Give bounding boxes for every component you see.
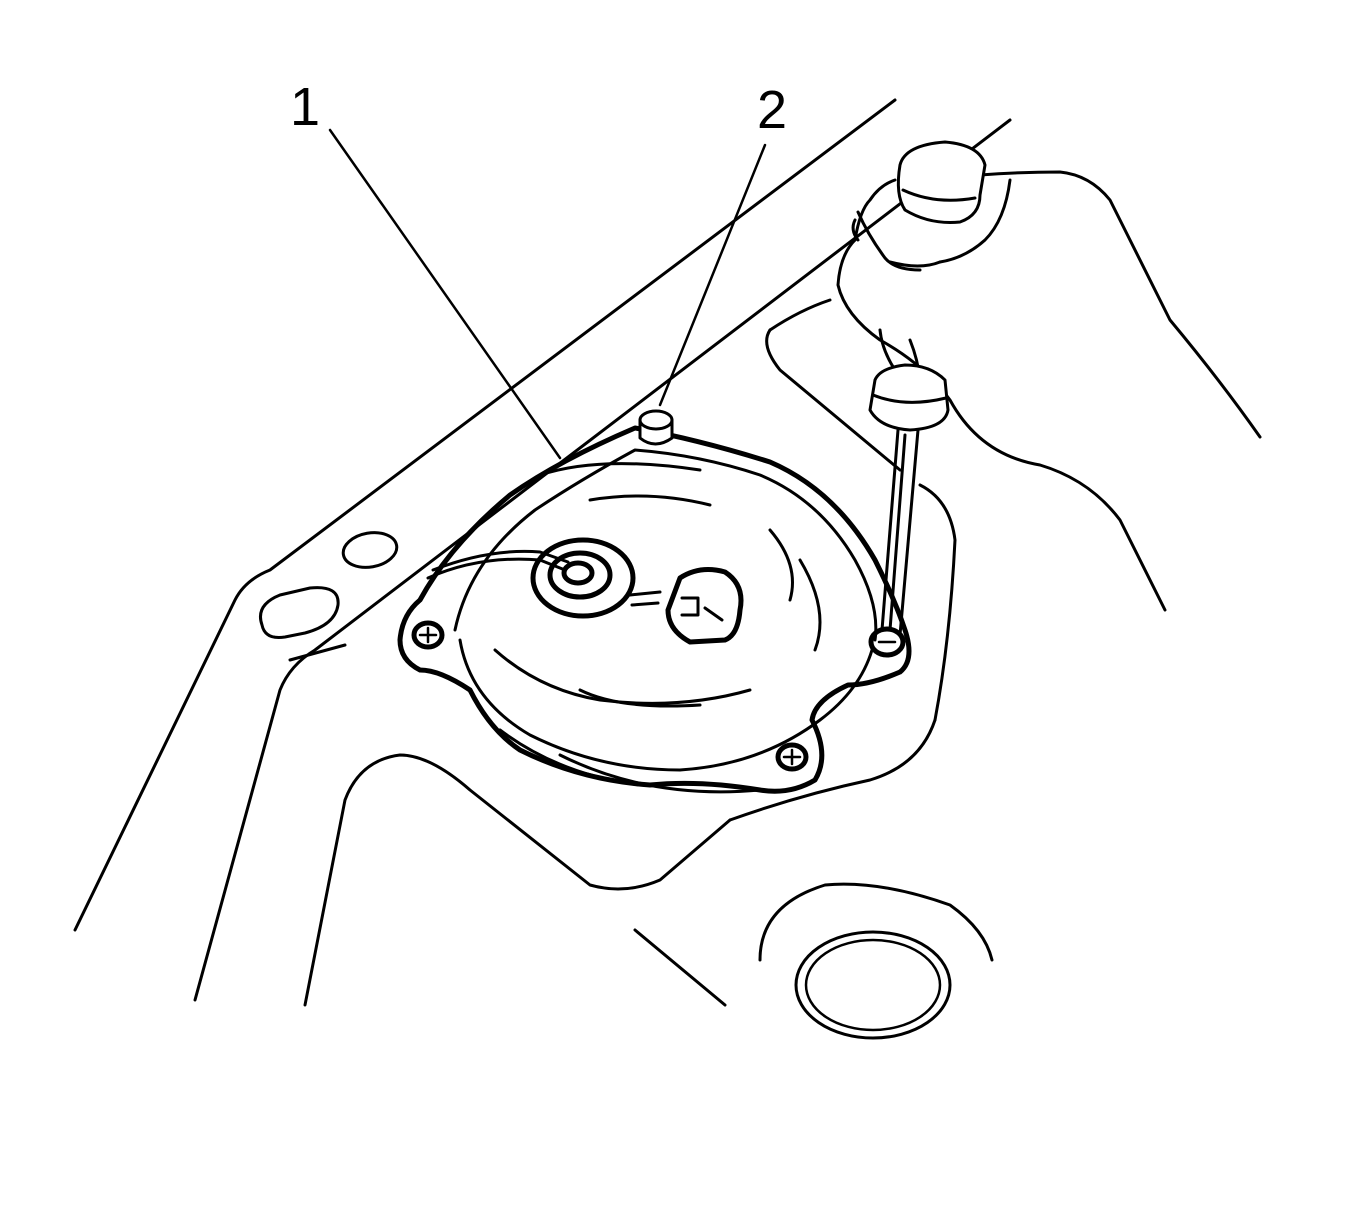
electrical-connector	[665, 567, 744, 645]
mounting-screws	[411, 620, 906, 772]
callout-2-label: 2	[757, 80, 787, 140]
callout-2-leader	[658, 143, 767, 407]
floor-panel	[73, 98, 1012, 1007]
callout-1-label: 1	[290, 77, 320, 137]
fuel-hose-fitting	[426, 537, 662, 619]
callout-leaders	[328, 128, 767, 460]
callout-1-leader	[328, 128, 562, 460]
fuel-pump-module	[397, 425, 912, 794]
hand-with-screwdriver	[836, 140, 1262, 637]
locating-pin	[638, 409, 674, 446]
panel-holes	[259, 531, 994, 1040]
